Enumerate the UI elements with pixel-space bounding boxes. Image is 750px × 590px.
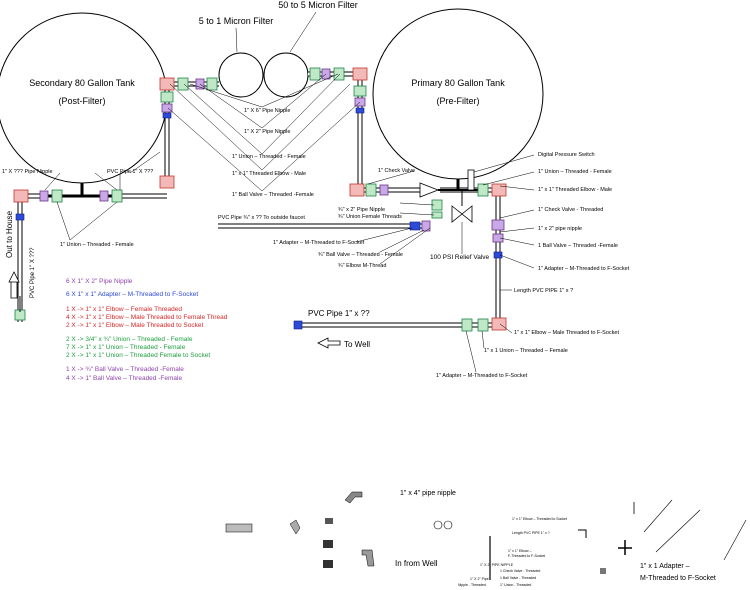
label-union-female-34: ¾" Union Female Threads (338, 214, 402, 220)
label-pvc-faucet: PVC Pipe ¾" x ?? To outside faucet (218, 215, 305, 221)
relief-valve-symbol (451, 205, 473, 223)
label-pvc-pipe-well: PVC Pipe 1" x ?? (308, 309, 370, 318)
label-adapter-caption-2: M-Threaded to F-Socket (640, 575, 716, 582)
label-adapter-caption-1: 1" x 1 Adapter – (640, 563, 690, 570)
label-ball-valve-34: ¾" Ball Valve – Threaded - Female (318, 252, 403, 258)
label-digital-switch: Digital Pressure Switch (538, 152, 595, 158)
parts-list-item: 7 X -> 1" x 1" Union – Threaded - Female (66, 344, 186, 351)
elbow-sketch (578, 529, 587, 538)
label-ball-valve: 1" Ball Valve – Threaded -Female (232, 192, 314, 198)
secondary-tank-note: (Post-Filter) (59, 96, 106, 106)
label-check-valve-left: 1" Check Valve (378, 168, 415, 174)
label-length-pvc: Length PVC PIPE 1" x ? (514, 288, 573, 294)
label-elbow-34: ¾" Elbow M-Thread (338, 263, 386, 269)
label-pvc-pipe-top: PVC Pipe 1" X ??? (107, 169, 153, 175)
tee-sketch (618, 540, 632, 555)
label-to-well: To Well (344, 340, 370, 349)
filter-50-to-5-title: 50 to 5 Micron Filter (278, 0, 358, 10)
fitting-sketch (323, 560, 333, 568)
bottom-small-label: 1" x 1" Elbow – Threaded to Socket (512, 517, 567, 521)
label-pipe-nipple-4: 1" x 4" pipe nipple (400, 490, 456, 497)
leader-lines (44, 73, 535, 373)
label-elbow-male: 1" x 1" Threaded Elbow - Male (232, 171, 306, 177)
filter-5-to-1-title: 5 to 1 Micron Filter (199, 16, 274, 26)
parts-list-item: 2 X -> 1" x 1" Elbow – Male Threaded to … (66, 322, 203, 329)
parts-list-item: 1 X -> 1" x 1" Elbow – Female Threaded (66, 306, 182, 313)
label-adapter-bottom: 1" Adapter – M-Threaded to F-Socket (436, 373, 528, 379)
label-adapter-mid: 1" Adapter – M-Threaded to F-Socket (273, 240, 365, 246)
label-in-from-well: In from Well (395, 559, 438, 568)
fittings (13, 67, 507, 332)
secondary-tank-name: Secondary 80 Gallon Tank (29, 78, 135, 88)
parts-list-item: 6 X 1" x 1" Adapter – M-Threaded to F-So… (66, 291, 198, 298)
bottom-small-label: Nipple - Threaded (458, 583, 486, 587)
bottom-small-label: 1" x 1" Elbow – (508, 549, 532, 553)
fitting-sketch (323, 540, 333, 548)
arrow-sketch (723, 519, 747, 561)
out-to-house-arrow (8, 271, 20, 299)
flow-arrows (8, 271, 341, 349)
label-pipe-nipple-right: 1" x 2" pipe nipple (538, 226, 582, 232)
label-pipe-nipple-34: ¾" x 2" Pipe Nipple (338, 207, 385, 213)
filter-sketch (433, 520, 443, 530)
label-union-bottom: 1" x 1 Union – Threaded – Female (484, 348, 568, 354)
parts-list: 6 X 1" X 2" Pipe Nipple 6 X 1" x 1" Adap… (66, 278, 228, 382)
bottom-small-label: 1" X 2" PIPE NIPPLE (480, 563, 514, 567)
bottom-small-label: 1" X 2" Pipe (470, 577, 489, 581)
label-union-right: 1" Union – Threaded - Female (538, 169, 612, 175)
label-pipe-nipple-6: 1" X 6" Pipe Nipple (244, 108, 290, 114)
bottom-sketches: 1" x 4" pipe nipple In from Well 1" x 1"… (225, 490, 747, 587)
label-pvc-pipe-vertical: PVC Pipe 1" X ??? (30, 247, 36, 298)
bottom-small-label: F-Threaded to F-Socket (508, 554, 545, 558)
label-out-to-house: Out to House (5, 210, 14, 258)
check-valve-symbol (419, 182, 440, 198)
part-labels: 1" X 6" Pipe Nipple 1" X 2" Pipe Nipple … (2, 108, 630, 379)
arrow-sketch (643, 499, 673, 533)
arrow-sketch (655, 509, 701, 553)
label-ball-valve-right: 1 Ball Valve – Threaded -Female (538, 243, 618, 249)
primary-tank-name: Primary 80 Gallon Tank (411, 78, 505, 88)
elbow-sketch (344, 491, 363, 504)
label-union-threaded-female: 1" Union – Threaded - Female (232, 154, 306, 160)
filter-50-to-5 (263, 52, 309, 98)
parts-list-item: 2 X -> 1" x 1" Union – Threaded Female t… (66, 352, 210, 359)
parts-list-item: 4 X -> 1" Ball Valve – Threaded -Female (66, 375, 182, 382)
parts-list-item: 4 X -> 1" x 1" Elbow – Male Threaded to … (66, 314, 228, 321)
bottom-small-label: 1" Union - Threaded (500, 583, 531, 587)
to-well-arrow (317, 337, 341, 349)
label-elbow-right: 1" x 1" Threaded Elbow - Male (538, 187, 612, 193)
pipe-nipple-sketch (225, 523, 253, 533)
label-pipe-nipple-2: 1" X 2" Pipe Nipple (244, 129, 290, 135)
label-check-valve-right: 1" Check Valve - Threaded (538, 207, 603, 213)
primary-tank-note: (Pre-Filter) (437, 96, 480, 106)
label-union-bottom-left: 1" Union – Threaded - Female (60, 242, 134, 248)
bottom-small-label: 1 Ball Valve - Threaded (500, 576, 536, 580)
fitting-sketch (325, 518, 333, 524)
label-relief-valve: 100 PSI Relief Valve (430, 254, 490, 261)
label-pipe-nipple-left: 1" X ??? Pipe Nipple (2, 169, 53, 175)
parts-list-item: 2 X -> 3/4" x ¾" Union – Threaded - Fema… (66, 336, 193, 343)
parts-list-item: 1 X -> ¾" Ball Valve – Threaded -Female (66, 366, 184, 373)
parts-list-item: 6 X 1" X 2" Pipe Nipple (66, 278, 133, 285)
elbow-sketch-small (289, 519, 301, 535)
fitting-sketch (600, 568, 606, 574)
primary-tank (372, 8, 544, 180)
digital-pressure-switch (467, 169, 475, 191)
elbow-sketch (361, 549, 375, 567)
filter-sketch (443, 520, 453, 530)
filter-5-to-1 (218, 52, 264, 98)
bottom-small-label: Length PVC PIPE 1" x ? (512, 531, 550, 535)
bottom-small-label: 1 Check Valve - Threaded (500, 569, 540, 573)
label-elbow-bottom: 1" x 1" Elbow – Male Threaded to F-Socke… (514, 330, 619, 336)
label-adapter-right: 1" Adapter – M-Threaded to F-Socket (538, 266, 630, 272)
